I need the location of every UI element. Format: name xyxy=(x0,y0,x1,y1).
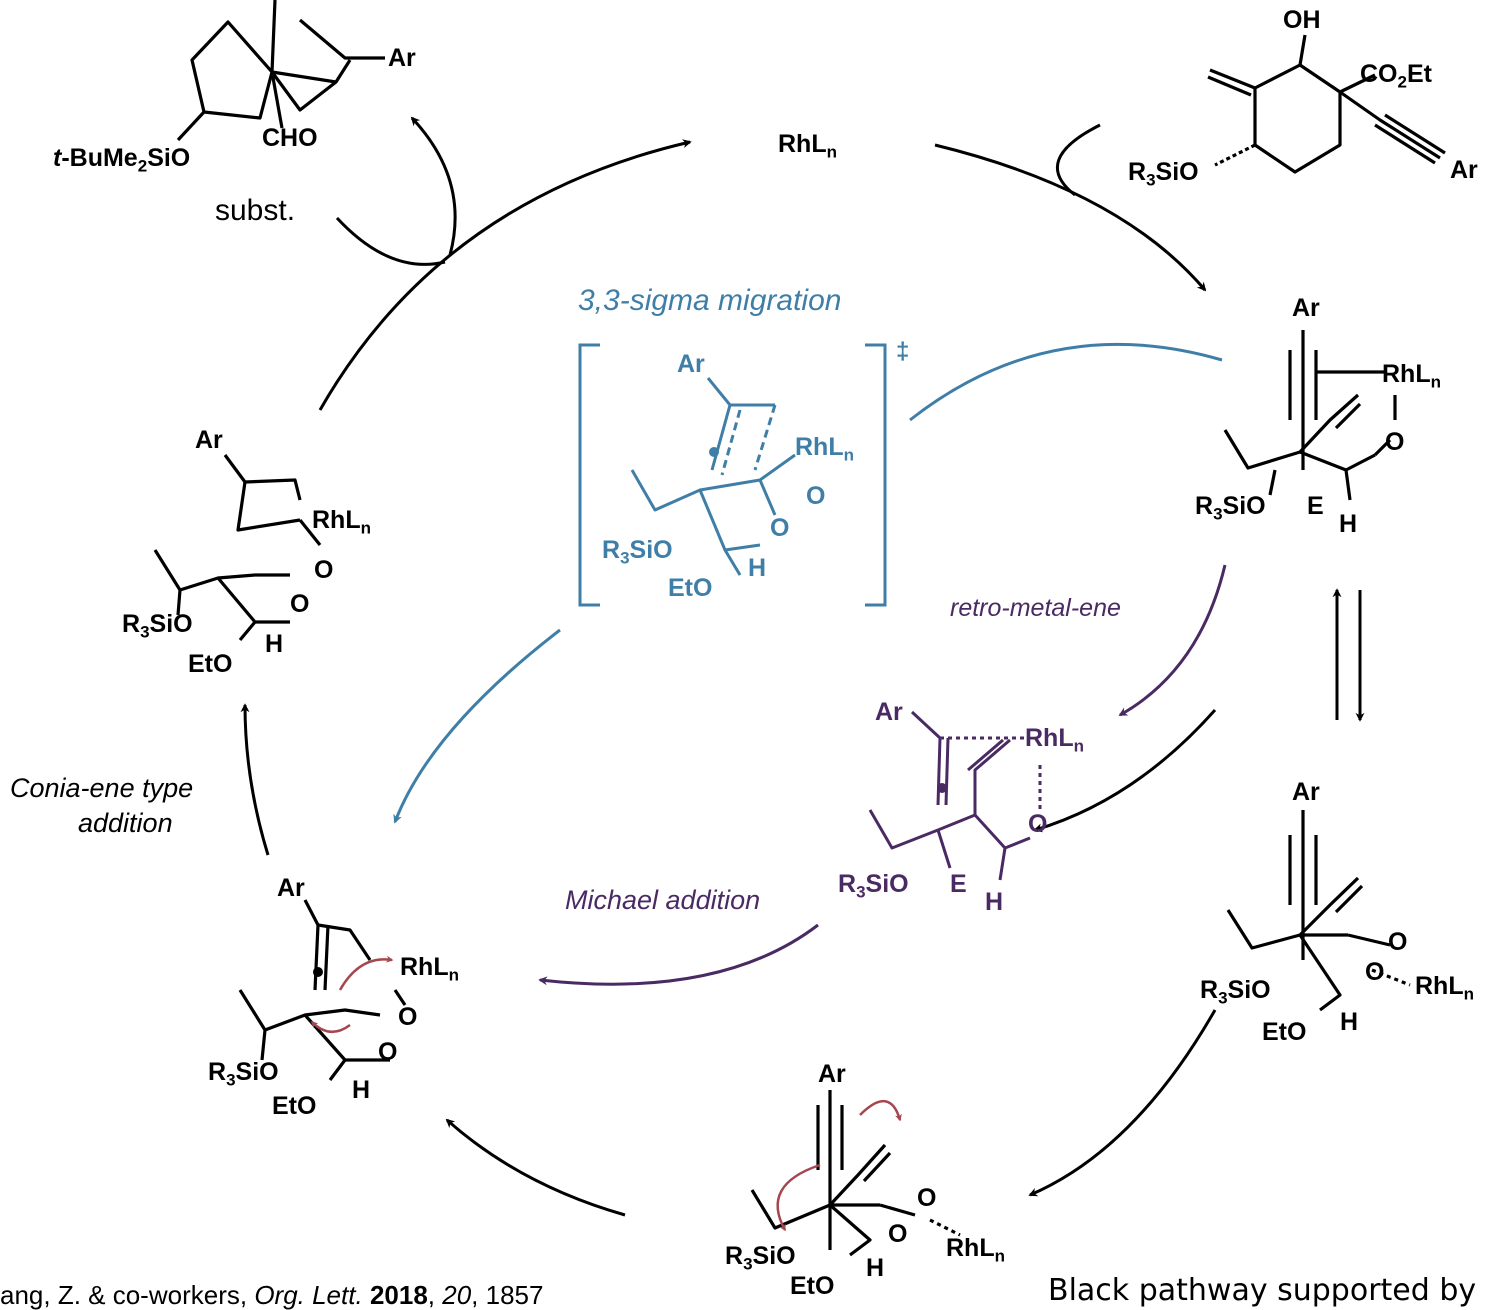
arrow-blue-in xyxy=(909,342,1223,422)
complex1-ar: Ar xyxy=(1292,294,1320,322)
blue-pathway xyxy=(393,342,1223,824)
allene-ar: Ar xyxy=(277,874,305,902)
citation: ang, Z. & co-workers, Org. Lett. 2018, 2… xyxy=(0,1280,544,1310)
ts-allene-dot xyxy=(709,447,719,457)
cyclized-eto: EtO xyxy=(188,650,233,678)
substrate-oh: OH xyxy=(1283,6,1321,34)
allene-h: H xyxy=(352,1076,371,1104)
allene-o2: O xyxy=(378,1038,398,1066)
subst-label: subst. xyxy=(215,194,296,227)
cycle-arrows xyxy=(240,116,1365,1217)
complex3-ar: Ar xyxy=(818,1060,846,1088)
cyclized-silyl: R3SiO xyxy=(122,610,193,642)
ts-bracket-right xyxy=(865,343,887,607)
complex1-rh: RhLn xyxy=(1382,360,1441,392)
cyclized-h: H xyxy=(265,630,284,658)
rh-chelate-complex xyxy=(1226,810,1411,1012)
ts-dagger: ‡ xyxy=(896,338,910,365)
curly-arrow-bottom-1 xyxy=(859,1099,902,1122)
purple-allene-dot xyxy=(937,783,947,793)
conia-ene-label-line1: Conia-ene type xyxy=(10,773,194,803)
cyclized-complex xyxy=(153,454,322,642)
sigma-migration-label: 3,3-sigma migration xyxy=(578,284,842,317)
complex3-silyl: R3SiO xyxy=(725,1242,796,1274)
transition-state xyxy=(630,377,796,576)
product-aldehyde: CHO xyxy=(262,124,318,152)
purple-e: E xyxy=(950,870,967,898)
complex3-eto: EtO xyxy=(790,1272,835,1300)
arrow-michael-addition xyxy=(538,923,819,986)
arrow-catalyst-release xyxy=(318,139,692,411)
allene-rh: RhLn xyxy=(400,953,459,985)
ts-eto: EtO xyxy=(668,574,713,602)
purple-o: O xyxy=(1028,810,1048,838)
arrow-blue-out xyxy=(393,628,561,824)
cyclized-ar: Ar xyxy=(195,426,223,454)
allene-dot xyxy=(313,967,323,977)
allene-intermediate xyxy=(238,899,407,1081)
purple-pathway xyxy=(538,564,1227,986)
substrate-structure xyxy=(1207,34,1446,174)
complex2-silyl: R3SiO xyxy=(1200,976,1271,1008)
arrow-rh-to-complex xyxy=(934,143,1207,292)
substrate-ester: CO2Et xyxy=(1360,60,1432,92)
arrow-to-chelate xyxy=(1033,709,1217,833)
product-structure xyxy=(176,0,385,142)
michael-addition-label: Michael addition xyxy=(565,885,761,915)
complex1-e: E xyxy=(1307,492,1324,520)
complex3-o2: O xyxy=(888,1220,908,1248)
cyclized-o1: O xyxy=(314,556,334,584)
arrow-substrate-in xyxy=(1055,123,1101,197)
complex1-h: H xyxy=(1339,510,1358,538)
complex3-h: H xyxy=(866,1254,885,1282)
ts-h: H xyxy=(748,554,767,582)
purple-h: H xyxy=(985,888,1004,916)
catalyst-label: RhLn xyxy=(778,130,837,162)
ester-chelate xyxy=(750,1090,961,1257)
ts-bracket-left xyxy=(578,343,600,607)
complex1-o: O xyxy=(1385,428,1405,456)
conia-ene-label-line2: addition xyxy=(78,808,173,838)
product-silyl-label: t-BuMe2SiO xyxy=(53,144,191,176)
arrow-product-release xyxy=(410,116,457,256)
ts-ar: Ar xyxy=(677,350,705,378)
arrow-conia-ene xyxy=(240,703,270,856)
arrow-to-allene xyxy=(445,1118,626,1217)
footer-note: Black pathway supported by xyxy=(1048,1273,1477,1308)
complex2-o1: O xyxy=(1388,928,1408,956)
arrow-to-ester-chelate xyxy=(1028,1009,1217,1197)
arrow-substrate-branch xyxy=(335,216,446,266)
allene-o1: O xyxy=(398,1003,418,1031)
retro-metal-ene-label: retro-metal-ene xyxy=(950,594,1121,622)
purple-rh: RhLn xyxy=(1025,724,1084,756)
substrate-ar: Ar xyxy=(1450,156,1478,184)
purple-silyl: R3SiO xyxy=(838,870,909,902)
ts-o1: O xyxy=(806,482,826,510)
curly-arrow-allene-2 xyxy=(311,1021,351,1033)
complex2-ar: Ar xyxy=(1292,778,1320,806)
complex3-o1: O xyxy=(917,1184,937,1212)
complex2-o2: O xyxy=(1365,958,1385,986)
curly-arrow-bottom-2 xyxy=(776,1163,821,1232)
cyclized-rh: RhLn xyxy=(312,506,371,538)
allene-eto: EtO xyxy=(272,1092,317,1120)
ts-o2: O xyxy=(770,514,790,542)
curly-arrow-allene-1 xyxy=(338,955,394,991)
cyclized-o2: O xyxy=(290,590,310,618)
complex2-h: H xyxy=(1340,1008,1359,1036)
allene-silyl: R3SiO xyxy=(208,1058,279,1090)
purple-ar: Ar xyxy=(875,698,903,726)
complex2-rh: RhLn xyxy=(1415,972,1474,1004)
ts-silyl: R3SiO xyxy=(602,536,673,568)
arrow-retro-metal-ene xyxy=(1118,564,1227,717)
rh-alkyne-complex xyxy=(1223,330,1397,501)
product-ar: Ar xyxy=(388,44,416,72)
substrate-silyl: R3SiO xyxy=(1128,158,1199,190)
purple-intermediate xyxy=(868,710,1042,881)
complex2-eto: EtO xyxy=(1262,1018,1307,1046)
complex3-rh: RhLn xyxy=(946,1234,1005,1266)
complex1-silyl: R3SiO xyxy=(1195,492,1266,524)
ts-rh: RhLn xyxy=(795,433,854,465)
